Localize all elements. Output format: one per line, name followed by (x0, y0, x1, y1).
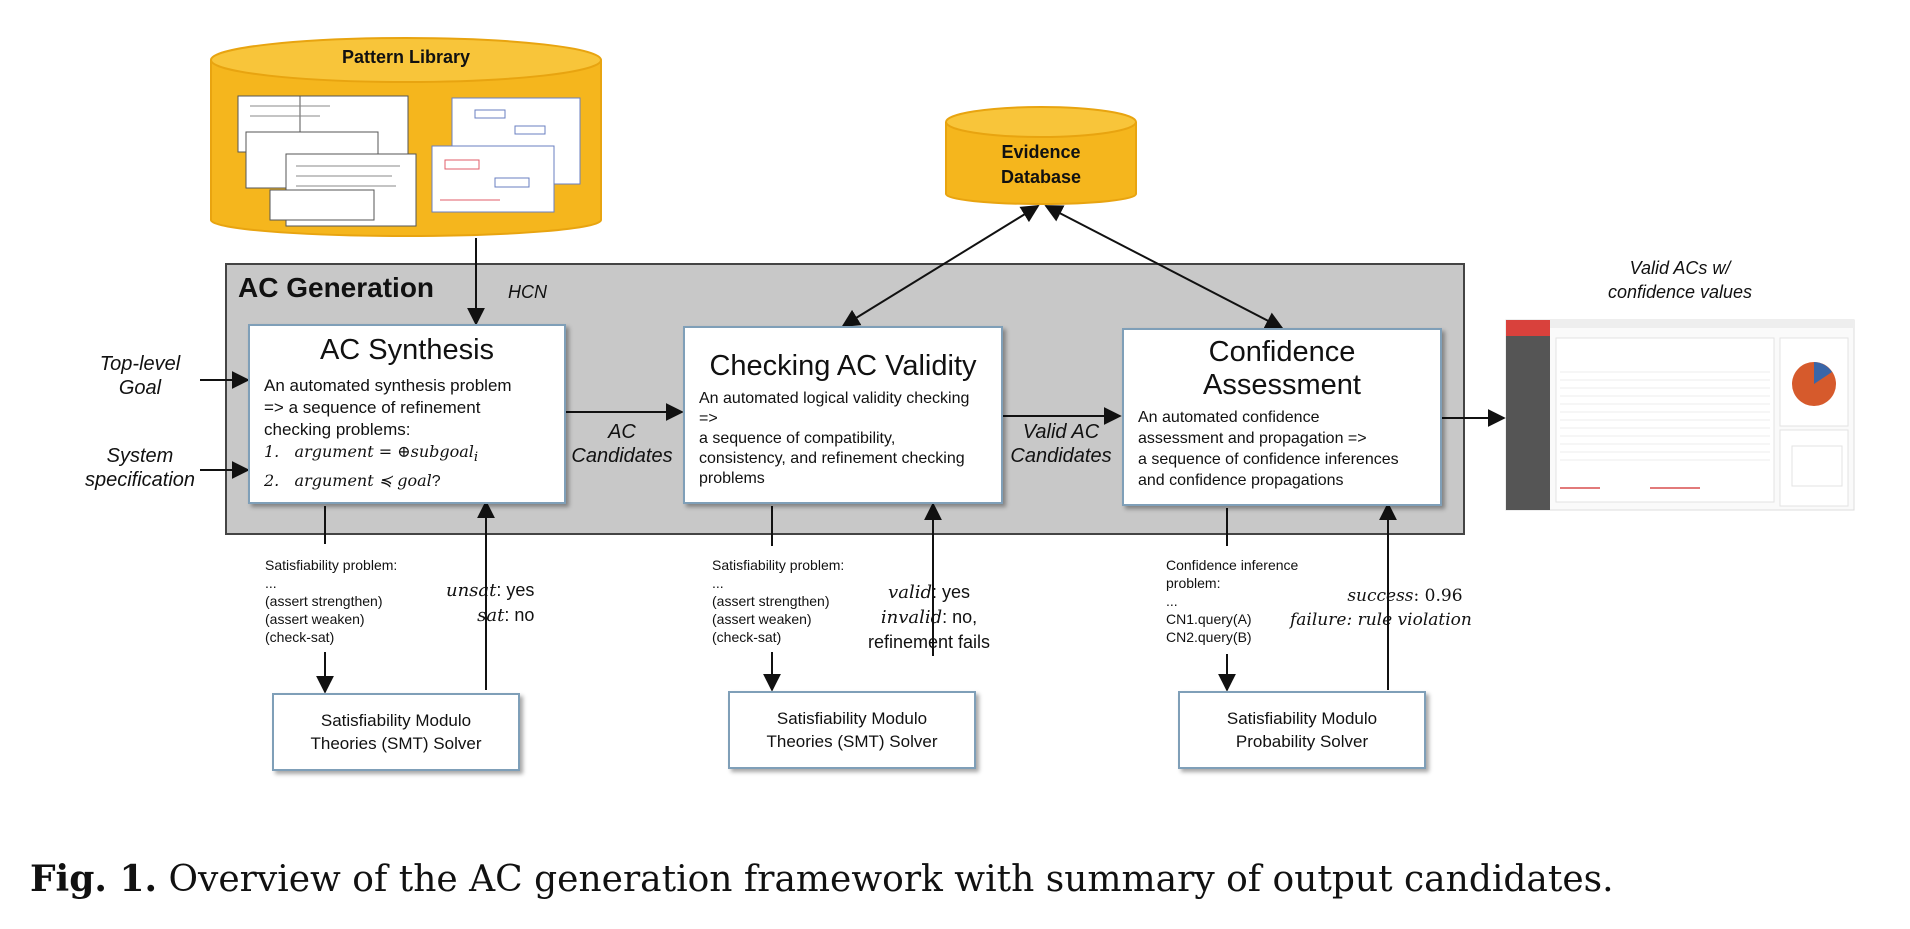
smt-solver-1[interactable]: Satisfiability Modulo Theories (SMT) Sol… (272, 693, 520, 771)
checking-validity-title: Checking AC Validity (709, 350, 977, 382)
figure-label: Fig. 1. (30, 858, 158, 900)
smt-reply-2: valid: yes invalid: no, refinement fails (868, 582, 991, 652)
output-label: Valid ACs w/ confidence values (1607, 258, 1753, 302)
ac-synthesis-title: AC Synthesis (319, 334, 495, 366)
ac-synthesis-box[interactable]: AC Synthesis An automated synthesis prob… (248, 324, 566, 504)
ac-synthesis-description: An automated synthesis problem => a sequ… (250, 375, 564, 492)
smt-solver-2[interactable]: Satisfiability Modulo Theories (SMT) Sol… (728, 691, 976, 769)
confidence-inference-query: Confidence inference problem: ... CN1.qu… (1166, 557, 1299, 645)
evidence-database-cylinder (945, 106, 1137, 205)
checking-validity-box[interactable]: Checking AC Validity An automated logica… (683, 326, 1003, 504)
confidence-assessment-description: An automated confidence assessment and p… (1138, 408, 1399, 489)
valid-ac-candidates-label: Valid AC Candidates (1010, 421, 1112, 467)
hcn-label: HCN (508, 282, 547, 302)
evidence-database-label: Evidence Database (1000, 142, 1082, 187)
probability-solver[interactable]: Satisfiability Modulo Probability Solver (1178, 691, 1426, 769)
system-specification-label: System specification (84, 445, 196, 491)
probability-reply: success: 0.96 failure: rule violation (1290, 586, 1472, 630)
flow-arrows (200, 205, 1506, 694)
dashboard-thumbnail (1505, 319, 1855, 511)
checking-validity-description: An automated logical validity checking =… (699, 390, 970, 488)
figure-caption-text: Overview of the AC generation framework … (157, 859, 1614, 900)
ac-generation-title: AC Generation (238, 272, 435, 303)
ac-candidates-label: AC Candidates (571, 421, 673, 467)
refinement-item-1: 1. argument = ⊕subgoali (264, 442, 479, 466)
satisfiability-query-2: Satisfiability problem: ... (assert stre… (712, 557, 845, 645)
satisfiability-query-1: Satisfiability problem: ... (assert stre… (265, 557, 398, 645)
pattern-thumbnails (237, 95, 581, 227)
top-level-goal-label: Top-level Goal (99, 353, 181, 399)
confidence-assessment-box[interactable]: Confidence Assessment An automated confi… (1122, 328, 1442, 506)
figure-caption: Fig. 1. Overview of the AC generation fr… (30, 858, 1614, 900)
pattern-library-label: Pattern Library (341, 47, 471, 67)
smt-reply-1: unsat: yes sat: no (446, 580, 535, 626)
refinement-item-2: 2. argument ≼ goal? (264, 470, 441, 490)
confidence-assessment-title: Confidence Assessment (1203, 336, 1361, 402)
